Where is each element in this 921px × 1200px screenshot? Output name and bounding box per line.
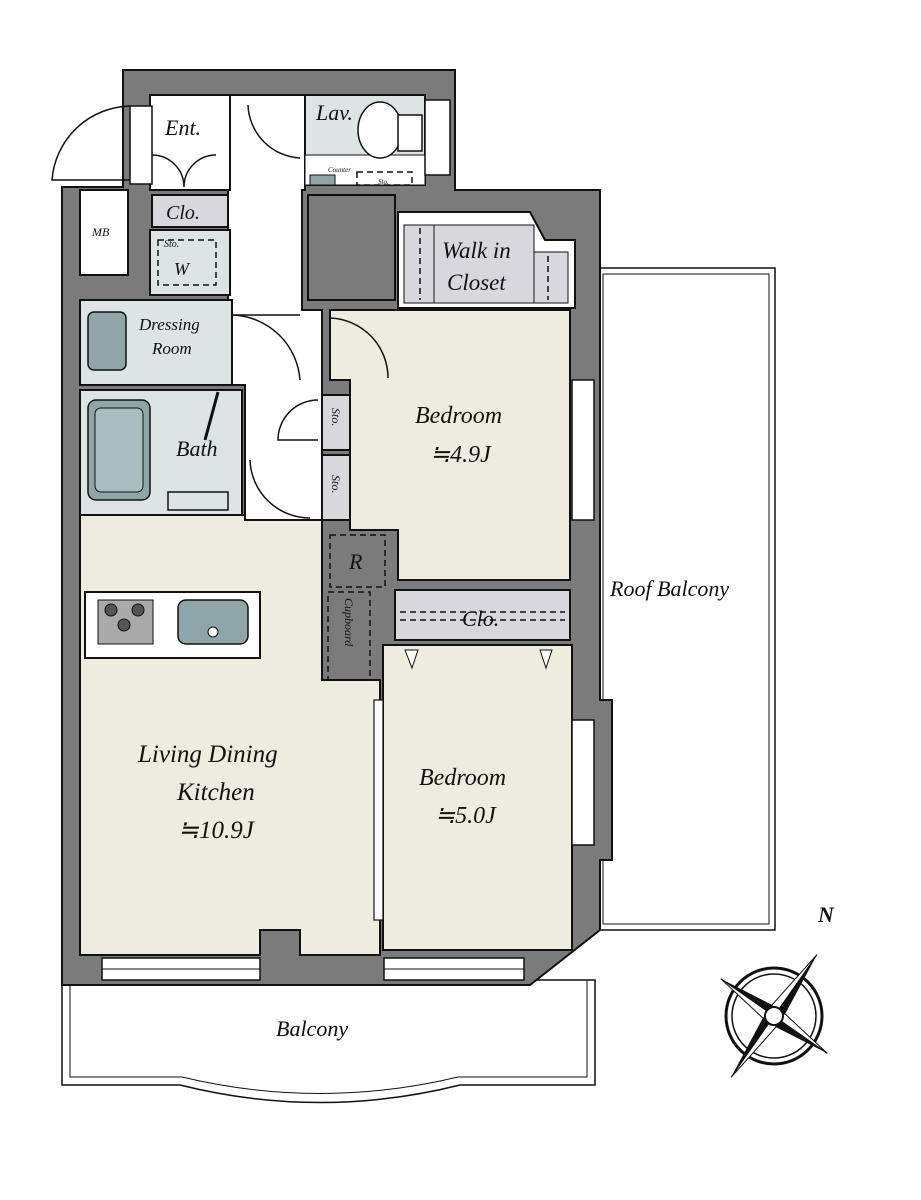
label-dressing-2: Room: [151, 339, 192, 358]
label-ldk-2: Kitchen: [176, 779, 255, 806]
label-walk-in-1: Walk in: [442, 238, 511, 263]
label-roof-balcony: Roof Balcony: [609, 576, 729, 601]
storage-2: [321, 454, 351, 521]
kitchen-counter: [84, 591, 261, 659]
refrigerator-space: [329, 534, 386, 588]
label-balcony: Balcony: [276, 1016, 348, 1041]
entry-closet: [151, 194, 229, 228]
label-refrigerator: R: [348, 549, 363, 574]
cupboard: [327, 591, 371, 681]
balcony: [61, 979, 596, 1104]
roof-balcony: [596, 267, 776, 931]
label-walk-in-2: Closet: [447, 270, 506, 295]
label-bedroom-1: Bedroom: [415, 403, 502, 429]
storage-1: [321, 394, 351, 451]
label-ldk-1: Living Dining: [137, 741, 278, 768]
label-bedroom-2: Bedroom: [419, 765, 506, 791]
label-counter: Counter: [328, 166, 351, 174]
label-bath: Bath: [176, 436, 218, 461]
label-bedroom-closet: Clo.: [462, 606, 499, 631]
room-bedroom-2: [382, 644, 573, 951]
label-ldk-size: ≒10.9J: [178, 817, 256, 844]
label-washer: W: [174, 259, 191, 279]
label-washer-storage: Sto.: [164, 239, 179, 250]
compass-north-label: N: [817, 902, 835, 927]
label-storage-2: Sto.: [329, 475, 343, 493]
label-meter-box: MB: [91, 225, 110, 239]
label-lav-storage: Sto.: [378, 178, 389, 186]
label-cupboard: Cupboard: [342, 598, 356, 647]
label-storage-1: Sto.: [329, 408, 343, 426]
room-bedroom-1: [329, 309, 571, 581]
label-bedroom-1-size: ≒4.9J: [430, 442, 492, 468]
label-dressing-1: Dressing: [138, 315, 200, 334]
room-entrance: [149, 94, 231, 191]
pipe-shaft: [307, 194, 396, 301]
compass-rose-icon: [720, 954, 828, 1078]
label-bedroom-2-size: ≒5.0J: [435, 803, 497, 829]
meter-box: [79, 189, 129, 276]
bedroom-closet: [394, 589, 571, 641]
label-lavatory: Lav.: [315, 100, 353, 125]
label-entry-closet: Clo.: [166, 202, 200, 224]
label-entrance: Ent.: [164, 115, 201, 140]
